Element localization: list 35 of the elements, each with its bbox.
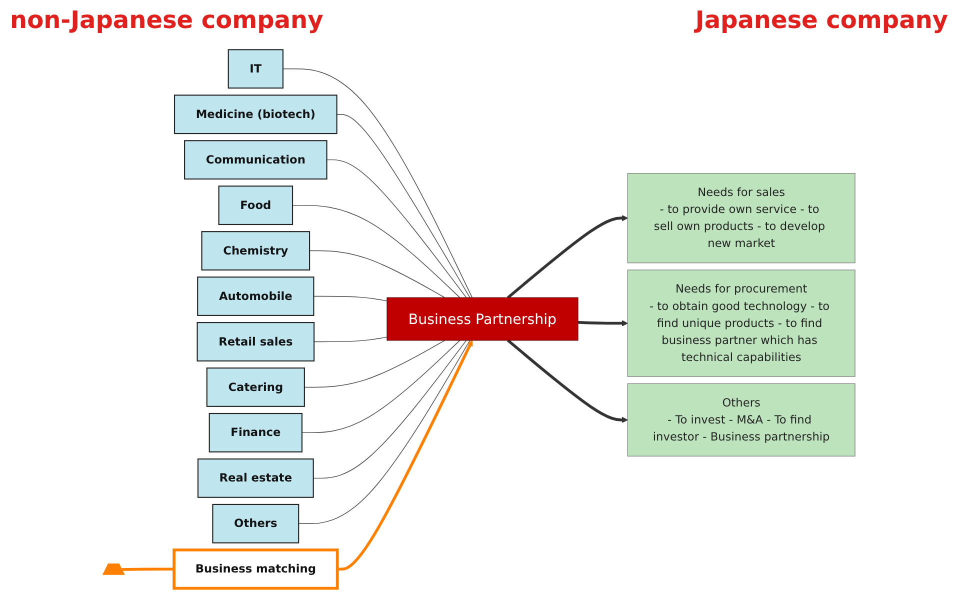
connector: [313, 296, 388, 302]
node-box: Others: [212, 504, 300, 544]
node-box: Others - To invest - M&A - To find investor - Business partnership: [627, 383, 856, 456]
heading: non-Japanese company: [10, 6, 324, 34]
connector: [302, 340, 460, 434]
arrow: [506, 214, 628, 299]
connector: [292, 204, 460, 298]
node-box: Finance: [208, 412, 302, 452]
node-box: IT: [228, 49, 284, 89]
connector: [298, 340, 470, 524]
node-box: Real estate: [197, 458, 314, 498]
connector: [282, 68, 473, 298]
connector: [313, 340, 467, 479]
node-box: Communication: [184, 140, 328, 180]
node-box: Business matching: [172, 548, 339, 590]
node-box: Food: [218, 186, 294, 226]
node-box: Catering: [206, 368, 305, 407]
node-box: Chemistry: [201, 231, 310, 270]
node-box: Medicine (biotech): [174, 94, 338, 134]
connector: [122, 568, 174, 571]
connector: [326, 159, 467, 298]
connector: [314, 336, 388, 342]
connector: [309, 250, 446, 298]
node-box: Retail sales: [196, 322, 315, 362]
heading: Japanese company: [695, 6, 948, 34]
node-box: Business Partnership: [386, 297, 578, 341]
arrow: [578, 320, 628, 326]
node-box: Needs for sales - to provide own service - to sell own products - to develop new market: [627, 172, 856, 264]
node-box: [102, 563, 125, 575]
node-box: Needs for procurement - to obtain good technology - to find unique products - to find business partner which has technical capabilities: [627, 270, 856, 377]
arrow: [337, 340, 473, 571]
arrow: [506, 339, 628, 424]
node-box: Automobile: [197, 276, 314, 316]
connector: [304, 340, 446, 388]
connector: [336, 114, 470, 298]
